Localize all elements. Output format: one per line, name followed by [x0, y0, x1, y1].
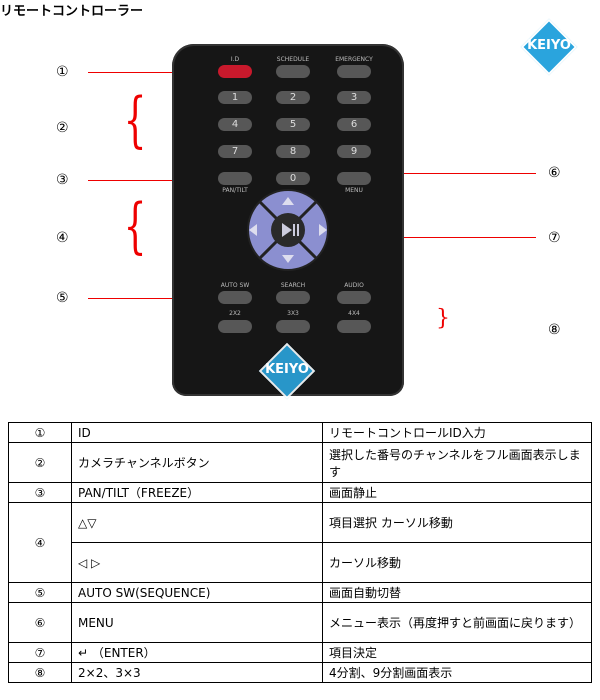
enter-play-icon	[282, 223, 292, 237]
callout-7: ⑦	[548, 230, 561, 246]
row-item: ID	[71, 422, 323, 443]
search-label: SEARCH	[280, 282, 306, 289]
digit-7-button[interactable]: 7	[218, 145, 252, 158]
digit-9-button[interactable]: 9	[337, 145, 371, 158]
row-desc: 画面静止	[322, 482, 592, 503]
down-arrow-icon	[282, 255, 294, 263]
row-number: ⑤	[8, 582, 72, 603]
split-3x3-label: 3X3	[287, 310, 299, 317]
callout-4: ④	[56, 230, 69, 246]
row-number: ①	[8, 422, 72, 443]
left-arrow-icon	[249, 224, 257, 236]
direction-pad[interactable]	[237, 189, 339, 271]
row-number: ⑦	[8, 642, 72, 663]
row-item: AUTO SW(SEQUENCE)	[71, 582, 323, 603]
row-number: ③	[8, 482, 72, 503]
row-desc: 選択した番号のチャンネルをフル画面表示します	[322, 442, 592, 483]
id-label: I.D	[230, 56, 240, 63]
table-row: ① ID リモートコントロールID入力	[8, 422, 592, 443]
digit-5-button[interactable]: 5	[276, 118, 310, 131]
split-2x2-button[interactable]	[218, 320, 252, 333]
search-button[interactable]	[276, 291, 310, 304]
table-row: ⑦ ↵ （ENTER） 項目決定	[8, 642, 592, 663]
row-desc: 項目選択 カーソル移動	[322, 502, 592, 543]
audio-label: AUDIO	[344, 282, 364, 289]
row-number: ⑥	[8, 602, 72, 643]
page-title: リモートコントローラー	[0, 4, 144, 19]
row-item: MENU	[71, 602, 323, 643]
digit-8-button[interactable]: 8	[276, 145, 310, 158]
schedule-button[interactable]	[276, 65, 310, 78]
pan-tilt-label: PAN/TILT	[222, 187, 248, 194]
brace-4: {	[123, 191, 147, 261]
row-desc: 4分割、9分割画面表示	[322, 662, 592, 683]
table-row: ③ PAN/TILT（FREEZE） 画面静止	[8, 482, 592, 503]
callout-1: ①	[56, 64, 69, 80]
callout-8: ⑧	[548, 322, 561, 338]
row-desc: 画面自動切替	[322, 582, 592, 603]
emergency-label: EMERGENCY	[335, 56, 373, 63]
row-desc: 項目決定	[322, 642, 592, 663]
audio-button[interactable]	[337, 291, 371, 304]
table-row: ④ △▽ 項目選択 カーソル移動	[8, 502, 592, 583]
digit-4-button[interactable]: 4	[218, 118, 252, 131]
table-row: ⑧ 2×2、3×3 4分割、9分割画面表示	[8, 662, 592, 683]
up-arrow-icon	[282, 197, 294, 205]
auto-sw-label: AUTO SW	[220, 282, 250, 289]
row-desc: カーソル移動	[322, 542, 592, 583]
function-table: ① ID リモートコントロールID入力 ② カメラチャンネルボタン 選択した番号…	[8, 422, 592, 683]
split-2x2-label: 2X2	[229, 310, 241, 317]
digit-6-button[interactable]: 6	[337, 118, 371, 131]
brace-8: }	[436, 306, 450, 331]
row-desc: リモートコントロールID入力	[322, 422, 592, 443]
row-item: ↵ （ENTER）	[71, 642, 323, 663]
id-button[interactable]	[218, 65, 252, 78]
table-row: ⑥ MENU メニュー表示（再度押すと前画面に戻ります）	[8, 602, 592, 643]
digit-3-button[interactable]: 3	[337, 91, 371, 104]
callout-5: ⑤	[56, 290, 69, 306]
row-desc: メニュー表示（再度押すと前画面に戻ります）	[322, 602, 592, 643]
callout-2: ②	[56, 120, 69, 136]
row-item: 2×2、3×3	[71, 662, 323, 683]
row-number: ⑧	[8, 662, 72, 683]
menu-label: MENU	[345, 187, 363, 194]
schedule-label: SCHEDULE	[276, 56, 310, 63]
menu-button[interactable]	[337, 172, 371, 185]
emergency-button[interactable]	[337, 65, 371, 78]
digit-1-button[interactable]: 1	[218, 91, 252, 104]
row-number: ②	[8, 442, 72, 483]
row-number: ④	[8, 502, 72, 583]
row-item: カメラチャンネルボタン	[71, 442, 323, 483]
row-item: ◁ ▷	[71, 542, 323, 583]
brace-2: {	[123, 85, 147, 155]
keiyo-logo: KEIYO	[520, 18, 578, 76]
right-arrow-icon	[319, 224, 327, 236]
split-3x3-button[interactable]	[276, 320, 310, 333]
row-item: △▽	[71, 502, 323, 543]
table-row: ⑤ AUTO SW(SEQUENCE) 画面自動切替	[8, 582, 592, 603]
digit-0-button[interactable]: 0	[276, 172, 310, 185]
table-row: ② カメラチャンネルボタン 選択した番号のチャンネルをフル画面表示します	[8, 442, 592, 483]
keiyo-watermark: KEIYO	[258, 342, 316, 400]
callout-6: ⑥	[548, 165, 561, 181]
pan-tilt-button[interactable]	[218, 172, 252, 185]
row-item: PAN/TILT（FREEZE）	[71, 482, 323, 503]
remote-control: I.D SCHEDULE EMERGENCY 1 2 3 4 5 6 7 8 9…	[172, 44, 404, 396]
callout-3: ③	[56, 172, 69, 188]
split-4x4-label: 4X4	[348, 310, 360, 317]
auto-sw-button[interactable]	[218, 291, 252, 304]
arrow-6	[387, 169, 536, 177]
table-row: ◁ ▷ カーソル移動	[9, 542, 592, 583]
digit-2-button[interactable]: 2	[276, 91, 310, 104]
split-4x4-button[interactable]	[337, 320, 371, 333]
